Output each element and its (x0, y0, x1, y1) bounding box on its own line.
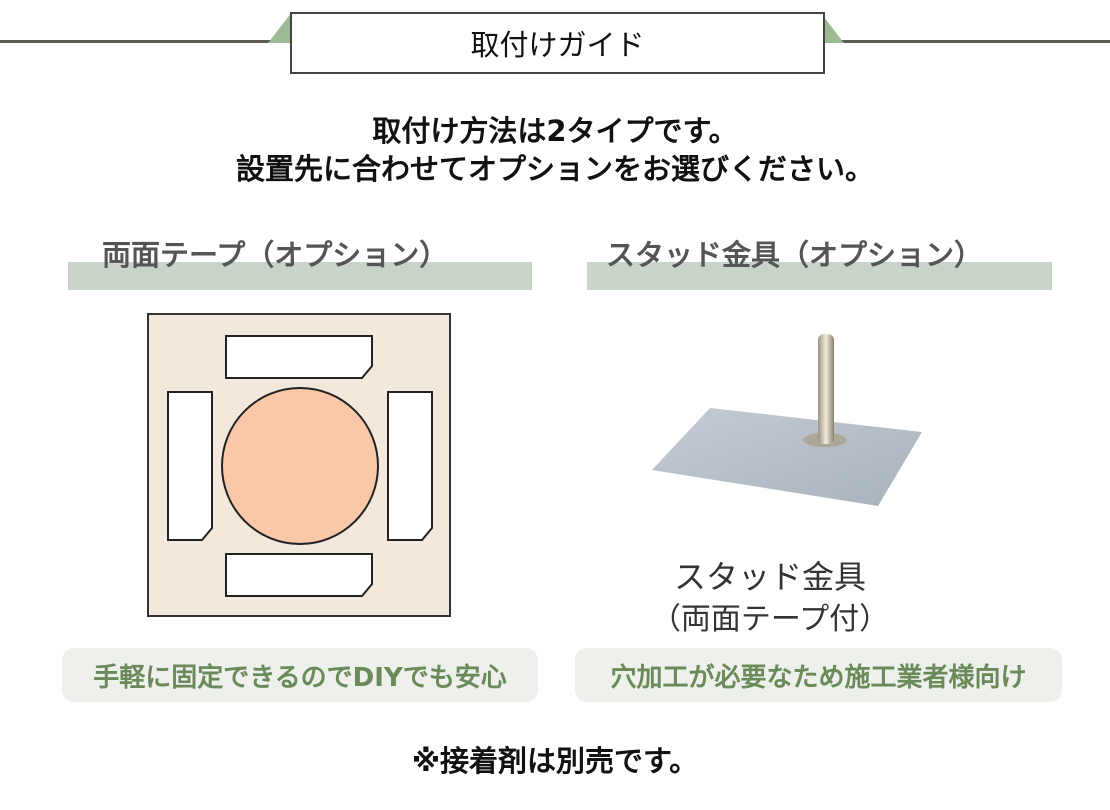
stud-caption-sub: （両面テープ付） (650, 602, 890, 637)
section-heading-tape: 両面テープ（オプション） (102, 238, 449, 272)
section-band-tape (68, 262, 532, 290)
intro-line-1: 取付け方法は2タイプです。 (372, 114, 738, 148)
stud-rod (818, 334, 834, 444)
adhesive-note: ※接着剤は別売です。 (411, 744, 699, 778)
intro-line-2: 設置先に合わせてオプションをお選びください。 (235, 152, 874, 186)
stud-caption: スタッド金具 (673, 558, 866, 596)
tape-right (387, 391, 433, 541)
section-heading-stud: スタッド金具（オプション） (606, 238, 984, 272)
page-title: 取付けガイド (290, 12, 825, 74)
section-band-stud (587, 262, 1052, 290)
tape-left (167, 391, 213, 541)
double-sided-tape-illustration (147, 313, 451, 617)
tape-top (225, 335, 373, 379)
tape-note: 手軽に固定できるのでDIYでも安心 (62, 648, 538, 702)
base-plate (652, 408, 922, 506)
stud-note: 穴加工が必要なため施工業者様向け (575, 648, 1062, 702)
tape-bottom (225, 553, 373, 597)
stud-bracket-image (652, 334, 922, 506)
center-circle (221, 387, 379, 545)
